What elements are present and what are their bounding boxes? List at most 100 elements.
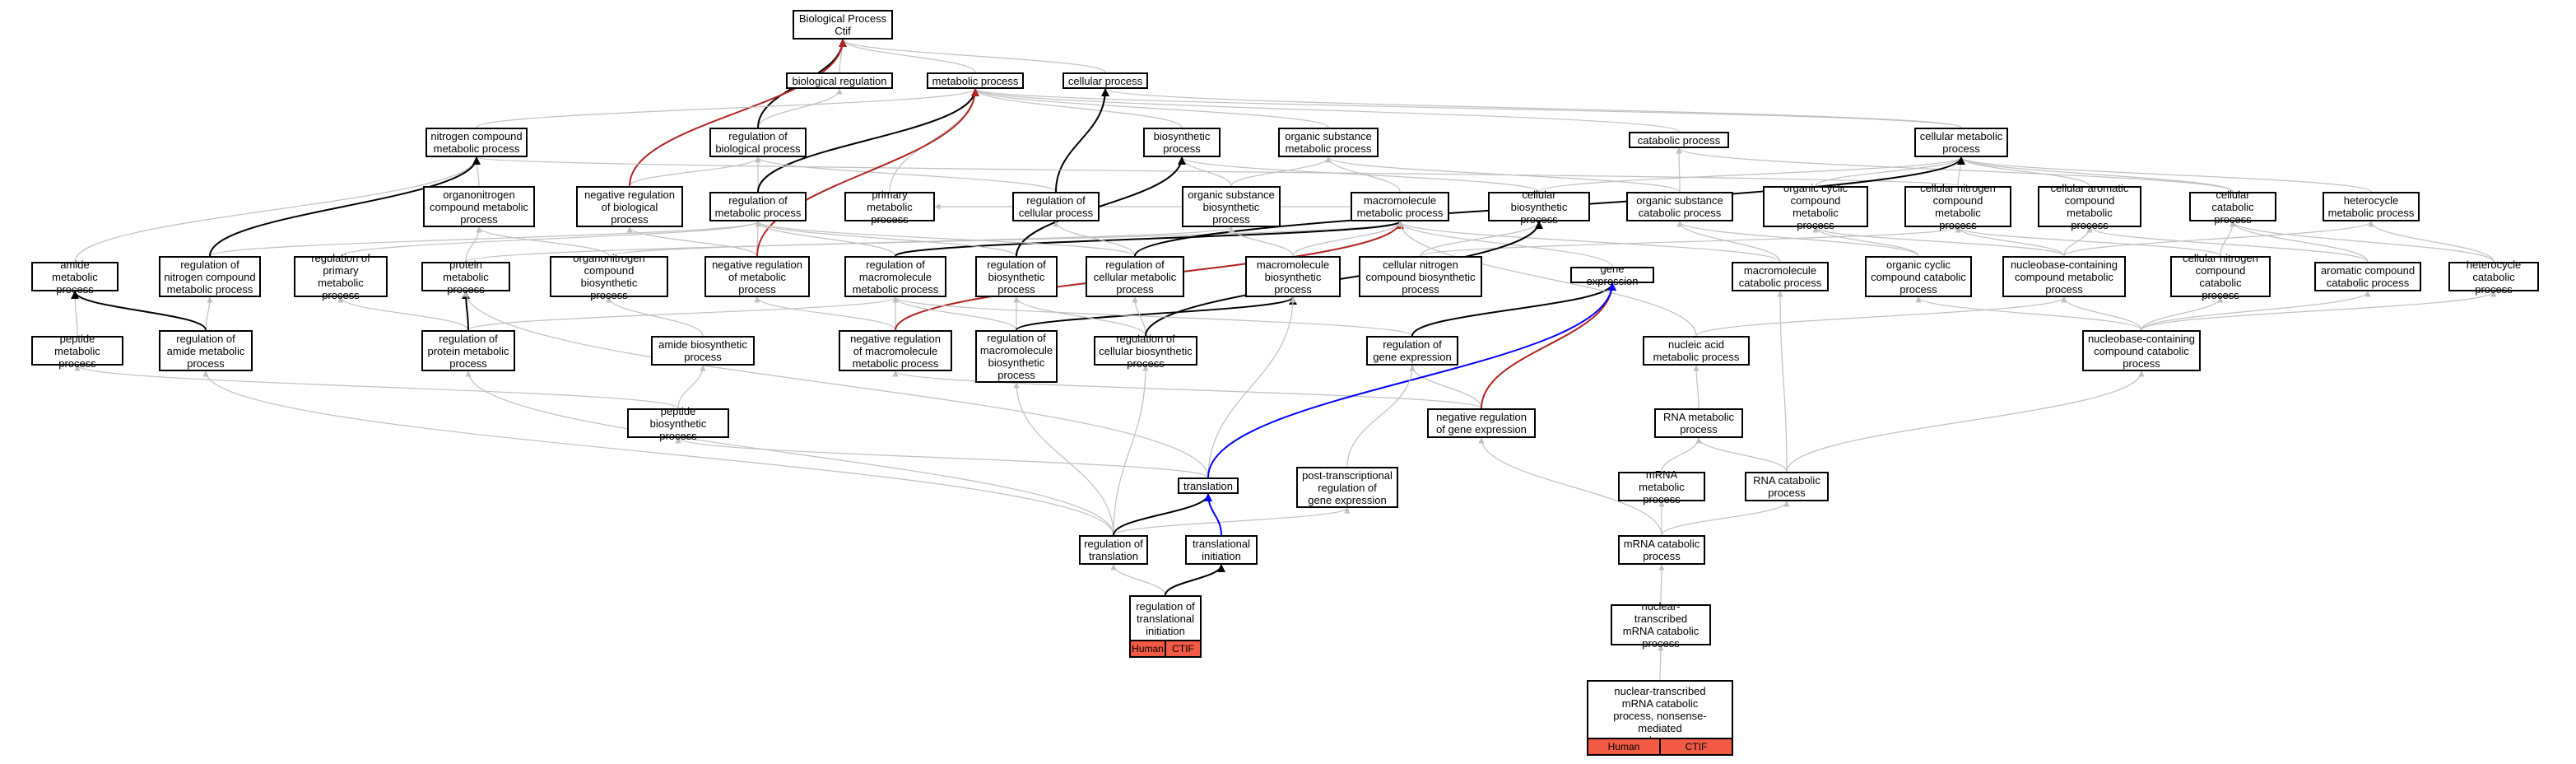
- term-label: Biological Process Ctif: [798, 12, 887, 37]
- go-term-cacmp[interactable]: cellular aromatic compound metabolic pro…: [2038, 182, 2141, 231]
- term-label: regulation of macromolecule metabolic pr…: [852, 258, 939, 296]
- go-term-bios[interactable]: biosynthetic process: [1143, 128, 1221, 157]
- go-term-nccmp[interactable]: nucleobase-containing compound metabolic…: [2002, 256, 2126, 297]
- term-label: amide metabolic process: [52, 258, 98, 296]
- go-term-mmp[interactable]: macromolecule metabolic process: [1351, 192, 1449, 221]
- go-term-rnamp[interactable]: RNA metabolic process: [1654, 408, 1743, 438]
- go-term-rcp[interactable]: regulation of cellular process: [1012, 192, 1100, 221]
- go-term-amp[interactable]: amide metabolic process: [31, 259, 119, 296]
- edge-is-a: [1179, 156, 1540, 193]
- go-term-osbp[interactable]: organic substance biosynthetic process: [1182, 186, 1281, 227]
- go-term-rmbp[interactable]: regulation of macromolecule biosynthetic…: [975, 330, 1058, 383]
- term-label: organic cyclic compound metabolic proces…: [1783, 182, 1848, 231]
- edge-is-a: [1658, 564, 1665, 605]
- go-term-meta[interactable]: metabolic process: [927, 72, 1024, 89]
- go-term-cncmp[interactable]: cellular nitrogen compound metabolic pro…: [1904, 182, 2011, 231]
- edge-is-a: [755, 221, 896, 257]
- go-term-mrnacp[interactable]: mRNA catabolic process: [1618, 535, 1705, 565]
- edge-is-a: [675, 437, 1209, 478]
- go-term-rnacp[interactable]: RNA catabolic process: [1745, 472, 1829, 501]
- go-term-nccp[interactable]: nucleobase-containing compound catabolic…: [2082, 330, 2201, 371]
- go-term-prmp[interactable]: protein metabolic process: [421, 259, 510, 296]
- go-term-rtrans[interactable]: regulation of translation: [1079, 535, 1148, 565]
- go-term-mrnamp[interactable]: mRNA metabolic process: [1618, 468, 1705, 505]
- go-term-breg[interactable]: biological regulation: [786, 72, 893, 89]
- term-label: nuclear-transcribed mRNA catabolic proce…: [1613, 685, 1707, 747]
- go-term-cncbp[interactable]: cellular nitrogen compound biosynthetic …: [1359, 256, 1482, 297]
- go-term-nrmmp[interactable]: negative regulation of macromolecule met…: [839, 330, 952, 371]
- edge-is-a: [1113, 365, 1149, 536]
- annotation-tag: CTIF: [1165, 641, 1200, 656]
- go-term-rpp[interactable]: regulation of protein metabolic process: [421, 330, 515, 371]
- go-term-rcmp[interactable]: regulation of cellular metabolic process: [1086, 256, 1184, 297]
- go-term-cnccp[interactable]: cellular nitrogen compound catabolic pro…: [2170, 252, 2271, 301]
- go-term-gexp[interactable]: gene expression: [1570, 263, 1654, 287]
- edge-is-a: [1661, 501, 1790, 536]
- go-term-oscp[interactable]: organic substance catabolic process: [1626, 192, 1733, 221]
- term-label: heterocycle metabolic process: [2327, 194, 2415, 219]
- go-term-namp[interactable]: nucleic acid metabolic process: [1643, 336, 1750, 366]
- term-label: gene expression: [1586, 263, 1639, 287]
- go-term-occp[interactable]: organic cyclic compound catabolic proces…: [1865, 256, 1972, 297]
- go-term-mbp[interactable]: macromolecule biosynthetic process: [1245, 256, 1341, 297]
- go-term-cmp[interactable]: cellular metabolic process: [1914, 128, 2008, 157]
- edge-is-a: [465, 370, 1114, 536]
- go-term-abp[interactable]: amide biosynthetic process: [651, 336, 755, 366]
- term-label: aromatic compound catabolic process: [2320, 264, 2416, 289]
- edge-is-a: [463, 291, 1209, 478]
- term-label: regulation of metabolic process: [714, 194, 802, 219]
- go-term-orgn[interactable]: organonitrogen compound metabolic proces…: [423, 186, 535, 227]
- go-term-catp[interactable]: catabolic process: [1629, 132, 1729, 148]
- go-term-pbp[interactable]: peptide biosynthetic process: [627, 405, 729, 442]
- go-term-rmp[interactable]: regulation of metabolic process: [709, 192, 807, 221]
- term-label: RNA metabolic process: [1663, 411, 1734, 436]
- go-term-ncmp[interactable]: nitrogen compound metabolic process: [425, 128, 528, 157]
- go-term-rbiosp[interactable]: regulation of biosynthetic process: [975, 256, 1058, 297]
- go-term-ramp[interactable]: regulation of amide metabolic process: [159, 330, 253, 371]
- go-term-rge[interactable]: regulation of gene expression: [1366, 336, 1458, 366]
- term-label: cellular biosynthetic process: [1510, 188, 1568, 226]
- edge-is-a: [1958, 156, 2234, 193]
- go-term-ntmcp[interactable]: nuclear-transcribed mRNA catabolic proce…: [1611, 600, 1711, 650]
- go-term-pmet[interactable]: peptide metabolic process: [31, 333, 123, 370]
- term-label: regulation of translation: [1084, 538, 1143, 562]
- go-term-ccp[interactable]: cellular catabolic process: [2189, 189, 2276, 226]
- term-label: RNA catabolic process: [1753, 474, 1820, 499]
- go-term-ocbp[interactable]: organonitrogen compound biosynthetic pro…: [550, 252, 668, 301]
- go-term-hcp[interactable]: heterocycle catabolic process: [2448, 259, 2539, 296]
- go-term-ptrge[interactable]: post-transcriptional regulation of gene …: [1296, 467, 1398, 508]
- edge-is-a: [2230, 221, 2369, 263]
- go-term-mcp[interactable]: macromolecule catabolic process: [1732, 262, 1829, 291]
- go-term-cell[interactable]: cellular process: [1062, 72, 1148, 89]
- go-term-nrbp[interactable]: negative regulation of biological proces…: [576, 186, 683, 227]
- edge-is-a: [1676, 147, 2234, 193]
- go-term-rncmp[interactable]: regulation of nitrogen compound metaboli…: [159, 256, 261, 297]
- edge-regulates: [895, 221, 1404, 257]
- go-term-nrge[interactable]: negative regulation of gene expression: [1427, 408, 1536, 438]
- go-term-rpmp[interactable]: regulation of primary metabolic process: [294, 252, 388, 301]
- edge-is-a: [2141, 296, 2224, 331]
- go-term-trans[interactable]: translation: [1178, 478, 1239, 494]
- go-term-osmp[interactable]: organic substance metabolic process: [1278, 128, 1379, 157]
- go-term-rbp[interactable]: regulation of biological process: [709, 128, 807, 157]
- go-term-rcbp[interactable]: regulation of cellular biosynthetic proc…: [1094, 333, 1197, 370]
- edge-is-a: [1958, 156, 2372, 193]
- edge-is-a: [606, 296, 704, 337]
- go-term-hmp[interactable]: heterocycle metabolic process: [2323, 192, 2420, 221]
- edge-is-a: [1538, 156, 1965, 193]
- go-term-nrmp[interactable]: negative regulation of metabolic process: [704, 256, 810, 297]
- go-term-pmp[interactable]: primary metabolic process: [844, 189, 935, 226]
- edge-is-a: [1676, 147, 1682, 193]
- go-term-occmp[interactable]: organic cyclic compound metabolic proces…: [1763, 182, 1868, 231]
- go-term-accp[interactable]: aromatic compound catabolic process: [2314, 262, 2421, 291]
- go-term-bp[interactable]: Biological Process Ctif: [793, 10, 893, 40]
- go-term-cbp[interactable]: cellular biosynthetic process: [1488, 189, 1590, 226]
- edge-is-a: [892, 370, 1482, 409]
- go-term-nmd[interactable]: nuclear-transcribed mRNA catabolic proce…: [1587, 680, 1733, 756]
- go-term-tinit[interactable]: translational initiation: [1185, 535, 1258, 565]
- term-label: primary metabolic process: [867, 188, 913, 226]
- go-term-rmmp[interactable]: regulation of macromolecule metabolic pr…: [844, 256, 946, 297]
- term-label: negative regulation of gene expression: [1436, 411, 1527, 436]
